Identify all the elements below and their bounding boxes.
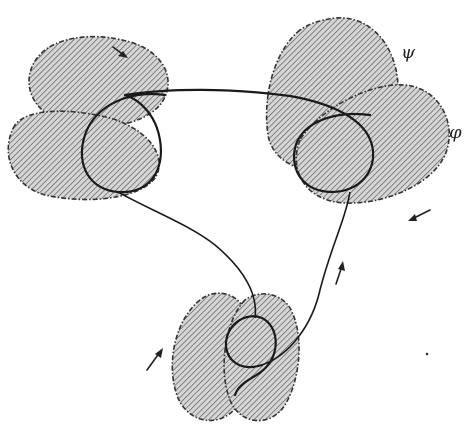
- label-phi: φ: [449, 122, 462, 143]
- top-left-lower-lobe: [7, 110, 160, 201]
- right-connector: [261, 191, 351, 366]
- top-left-loop: [80, 93, 167, 194]
- top-right-lobes: [265, 17, 450, 204]
- label-psi: ψ: [401, 42, 416, 63]
- stray-dot: [425, 352, 429, 356]
- left-connector: [117, 191, 257, 319]
- top-left-upper-lobe: [28, 35, 169, 128]
- top-left-lobes: [7, 35, 169, 201]
- bottom-lobes: [171, 292, 300, 422]
- arrow-right: [408, 209, 431, 221]
- bottom-loop: [224, 315, 277, 397]
- arrow-middle-right: [335, 261, 345, 285]
- upper-connector: [123, 88, 292, 98]
- arrow-bottom-left: [146, 348, 163, 371]
- top-right-loop: [288, 94, 375, 194]
- bottom-right-lobe: [223, 293, 300, 422]
- arrow-top-left: [112, 46, 128, 58]
- knot-curve: [80, 88, 375, 397]
